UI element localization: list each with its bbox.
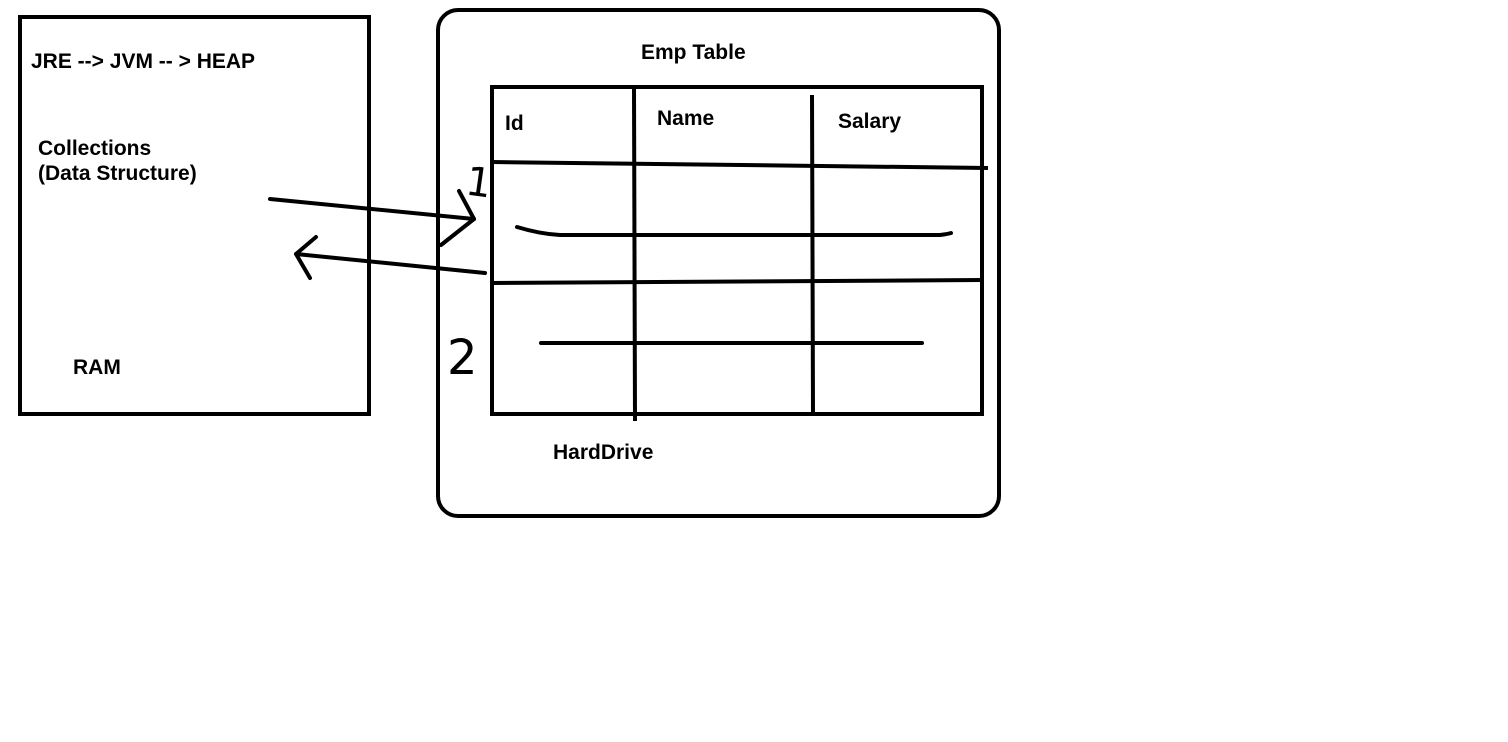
emp-record-line-1: [515, 225, 953, 237]
arrow-ram-to-table: [268, 189, 476, 247]
ram-box-title: JRE --> JVM -- > HEAP: [31, 50, 256, 73]
hard-drive-box: [436, 8, 1001, 518]
emp-table-border: [490, 85, 984, 416]
emp-table-header-divider: [491, 160, 989, 170]
row-marker-2: 2: [447, 330, 478, 386]
ram-box: [18, 15, 371, 416]
emp-table-column-divider: [810, 94, 815, 413]
emp-table-column-divider: [632, 87, 637, 422]
emp-table-title: Emp Table: [641, 41, 746, 64]
collections-label: Collections (Data Structure): [38, 137, 197, 186]
arrow-table-to-ram: [294, 235, 487, 280]
column-header-id: Id: [505, 112, 524, 135]
column-header-name: Name: [657, 107, 715, 130]
column-header-salary: Salary: [838, 110, 902, 133]
hard-drive-label: HardDrive: [553, 441, 654, 464]
ram-label: RAM: [73, 356, 121, 379]
emp-table-row-divider: [491, 278, 983, 285]
